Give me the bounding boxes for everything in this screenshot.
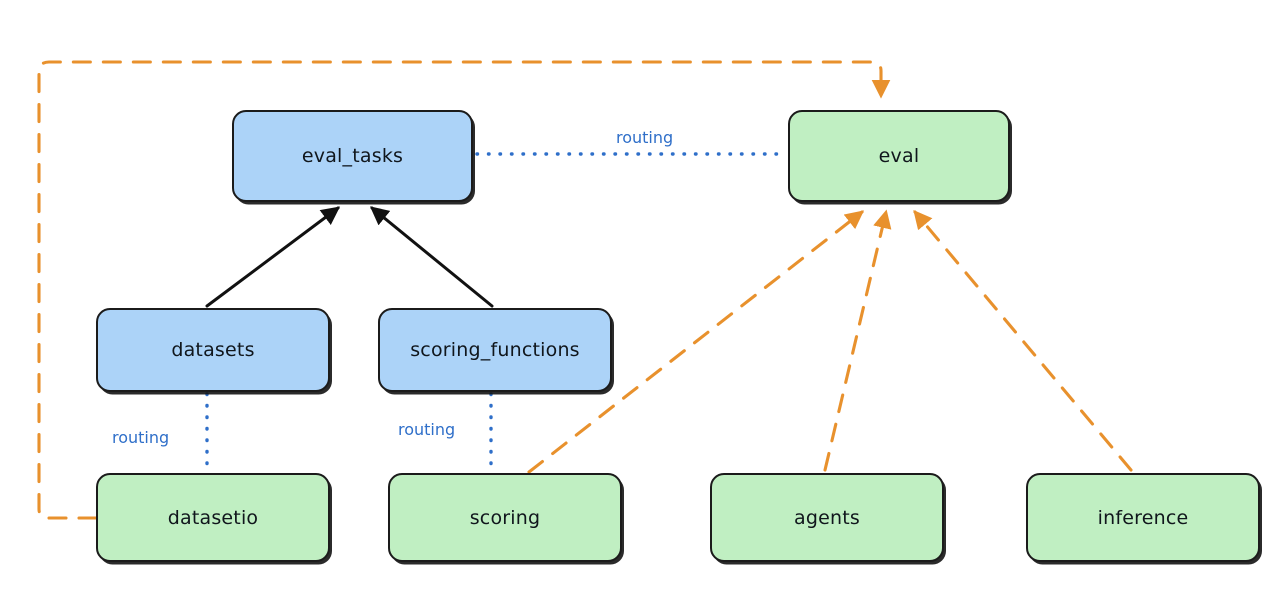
edge-inference-eval (913, 210, 1133, 472)
node-inference[interactable]: inference (1026, 473, 1260, 562)
edge-label-routing-scoring: routing (398, 420, 456, 439)
node-datasetio[interactable]: datasetio (96, 473, 330, 562)
edge-label-routing-eval: routing (616, 128, 674, 147)
edge-scoring_functions-eval_tasks (369, 206, 494, 308)
edge-datasets-eval_tasks (205, 206, 341, 308)
node-eval[interactable]: eval (788, 110, 1010, 202)
node-scoring[interactable]: scoring (388, 473, 622, 562)
edge-agents-eval (823, 209, 892, 472)
edge-label-routing-datasetio: routing (112, 428, 170, 447)
node-scoring-functions[interactable]: scoring_functions (378, 308, 612, 392)
node-eval-tasks[interactable]: eval_tasks (232, 110, 473, 202)
node-agents[interactable]: agents (710, 473, 944, 562)
node-datasets[interactable]: datasets (96, 308, 330, 392)
